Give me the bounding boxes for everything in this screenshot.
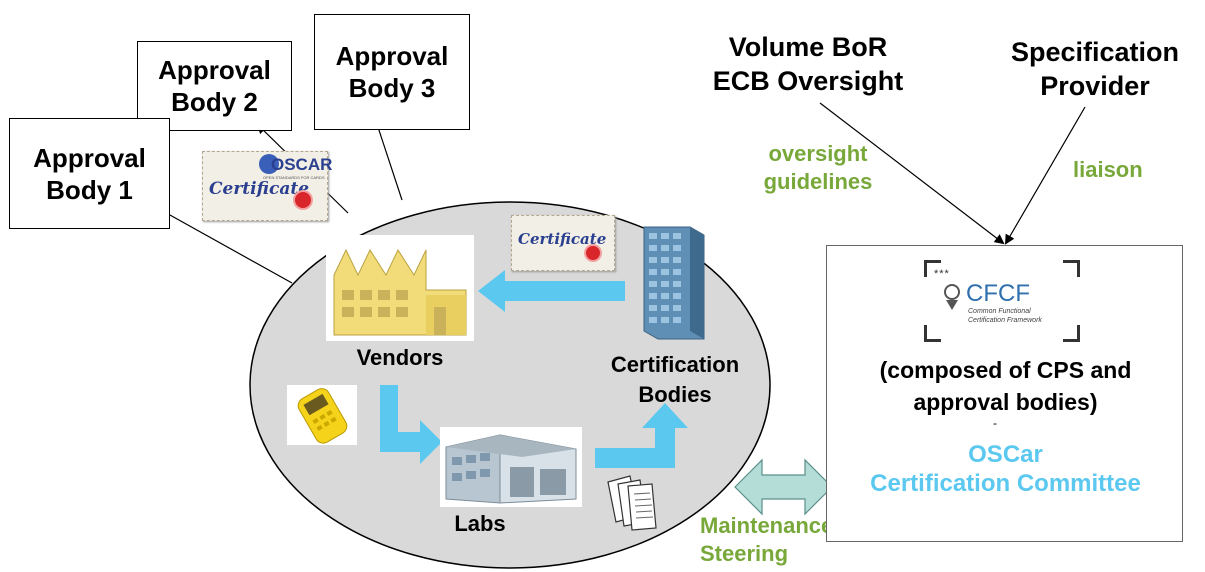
committee-line1: OSCar — [968, 441, 1043, 468]
oscar-logo-text: OSCAR — [271, 155, 333, 174]
labs-building-icon — [440, 427, 582, 507]
cfcf-dash: - — [993, 416, 997, 430]
approval-body-1-line2: Body 1 — [46, 174, 133, 205]
documents-icon — [604, 472, 666, 534]
oversight-line1: oversight — [768, 141, 868, 166]
oscar-globe-icon — [259, 154, 279, 174]
connector-approval-body-1 — [150, 204, 293, 284]
cfcf-logo-sub1: Common Functional — [968, 308, 1031, 315]
cfcf-logo-sub2: Certification Framework — [968, 317, 1042, 324]
liaison-label: liaison — [1073, 157, 1143, 182]
oscar-certificate-image: OSCAR OPEN STANDARDS FOR CARDS Certifica… — [202, 151, 332, 221]
approval-body-1-line1: Approval — [33, 142, 146, 173]
oversight-line2: guidelines — [763, 169, 873, 194]
certification-bodies-line2: Bodies — [638, 382, 712, 407]
certificate-word-2: Certificate — [518, 230, 607, 248]
oscar-logo-subtext: OPEN STANDARDS FOR CARDS — [263, 175, 325, 180]
approval-body-2-line1: Approval — [158, 55, 271, 85]
connector-volume-bor — [819, 102, 1005, 245]
maintenance-steering-label: Maintenance Steering — [700, 512, 833, 568]
volume-bor-line1: Volume BoR — [728, 32, 888, 62]
arrow-cert-to-vendors — [478, 270, 625, 312]
approval-body-3-line1: Approval — [335, 41, 449, 71]
arrow-vendors-to-labs — [380, 385, 442, 464]
wax-seal-icon — [295, 192, 311, 208]
certification-bodies-line1: Certification — [610, 352, 740, 377]
composed-line1: (composed of CPS and — [879, 357, 1132, 383]
payment-terminal-icon — [287, 385, 357, 445]
oversight-guidelines-label: oversight guidelines — [748, 140, 888, 196]
wax-seal-icon-2 — [586, 246, 600, 260]
composed-line2: approval bodies) — [913, 389, 1098, 415]
certificate-word: Certificate — [209, 179, 310, 199]
vendors-factory-icon — [326, 235, 474, 341]
arrow-labs-to-cert — [595, 403, 688, 468]
maintenance-line1: Maintenance — [700, 513, 834, 538]
maintenance-line2: Steering — [700, 541, 789, 566]
certification-building-icon — [640, 223, 708, 341]
ribbon-badge-icon — [944, 284, 960, 300]
certification-bodies-label: Certification Bodies — [585, 350, 765, 410]
labs-label: Labs — [454, 511, 506, 536]
volume-bor-label: Volume BoR ECB Oversight — [688, 30, 928, 98]
certificate-image: Certificate — [511, 215, 615, 271]
cfcf-logo-frame: *** CFCF Common Functional Certification… — [924, 260, 1080, 342]
specification-provider-label: Specification Provider — [990, 35, 1200, 103]
spec-line2: Provider — [1040, 71, 1150, 101]
spec-line1: Specification — [1010, 37, 1180, 67]
vendors-label: Vendors — [356, 345, 444, 370]
cfcf-box[interactable]: *** CFCF Common Functional Certification… — [826, 245, 1183, 542]
arrow-maintenance-steering — [734, 458, 833, 516]
committee-line2: Certification Committee — [870, 470, 1141, 497]
connector-spec-provider — [1004, 106, 1086, 245]
cfcf-composition-text: (composed of CPS and approval bodies) — [827, 354, 1184, 418]
cfcf-logo-text: CFCF — [966, 280, 1030, 307]
approval-body-3-line2: Body 3 — [348, 73, 436, 103]
volume-bor-line2: ECB Oversight — [712, 66, 904, 96]
oscar-committee-label: OSCar Certification Committee — [827, 440, 1184, 498]
approval-body-2-line2: Body 2 — [171, 87, 258, 117]
